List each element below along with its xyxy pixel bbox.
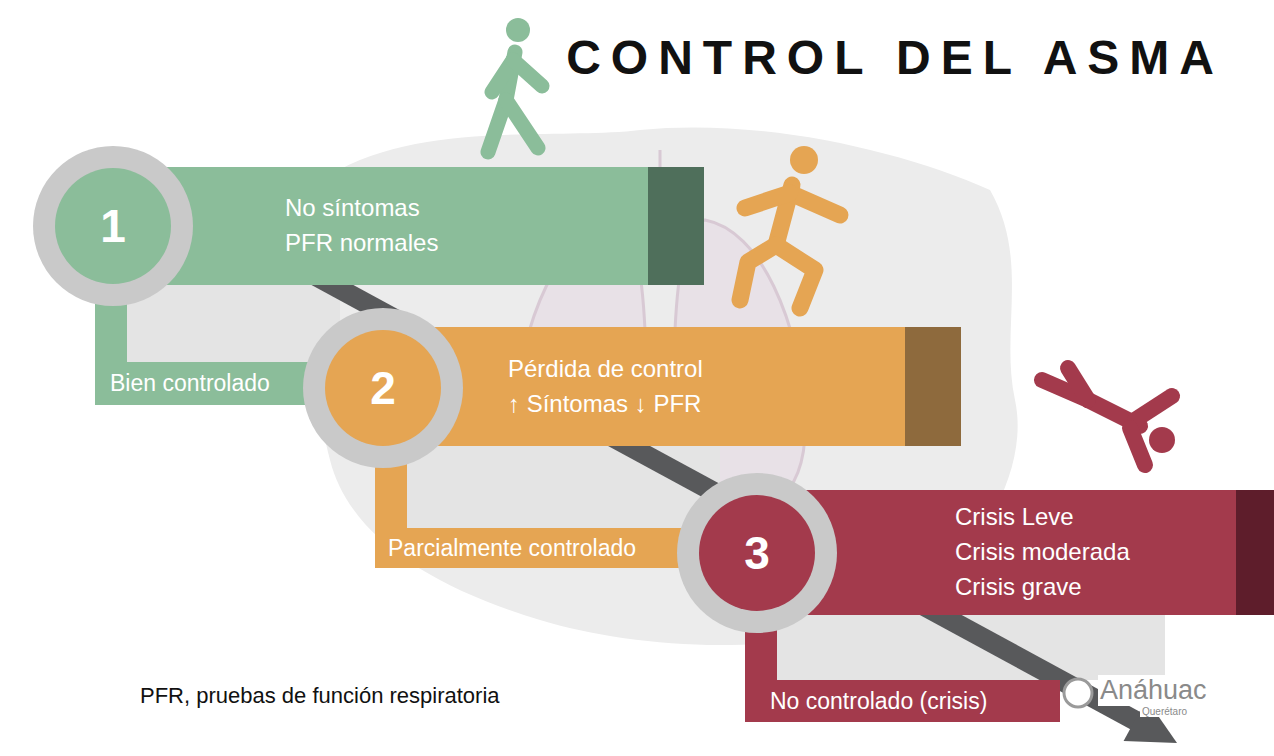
step-text: PFR normales: [285, 226, 704, 261]
step-number: 2: [370, 365, 396, 411]
step-number: 3: [744, 530, 770, 576]
diagram-title: CONTROL DEL ASMA: [566, 30, 1224, 85]
step-number: 1: [100, 203, 126, 249]
running-figure: [740, 146, 840, 308]
logo-mark: [1064, 679, 1092, 707]
status-band: Parcialmente controlado: [375, 528, 705, 568]
step-number-circle: 1: [55, 168, 171, 284]
step-text: Crisis moderada: [955, 535, 1274, 570]
box-end-strip: [1236, 490, 1274, 615]
footnote: PFR, pruebas de función respiratoria: [140, 683, 500, 709]
status-band: No controlado (crisis): [745, 680, 1060, 722]
step-box: Pérdida de control↑ Síntomas ↓ PFR: [410, 327, 961, 446]
step-text: No síntomas: [285, 191, 704, 226]
status-label: Bien controlado: [110, 370, 270, 397]
status-band: Bien controlado: [95, 362, 340, 405]
falling-figure: [1042, 368, 1175, 465]
box-end-strip: [905, 327, 961, 446]
logo-subtext: Querétaro: [1140, 706, 1189, 717]
status-label: Parcialmente controlado: [388, 535, 636, 562]
grey-field: [125, 285, 340, 362]
walking-figure: [488, 18, 542, 152]
step-text: Crisis grave: [955, 570, 1274, 605]
step-box: Crisis LeveCrisis moderadaCrisis grave: [785, 490, 1274, 615]
status-label: No controlado (crisis): [770, 688, 987, 715]
box-end-strip: [648, 167, 704, 285]
step-text: ↑ Síntomas ↓ PFR: [508, 387, 961, 422]
step-number-circle: 2: [325, 330, 441, 446]
step-number-circle: 3: [699, 495, 815, 611]
logo-text: Anáhuac: [1098, 675, 1209, 706]
step-text: Crisis Leve: [955, 500, 1274, 535]
step-text: Pérdida de control: [508, 352, 961, 387]
step-box: No síntomasPFR normales: [160, 167, 704, 285]
